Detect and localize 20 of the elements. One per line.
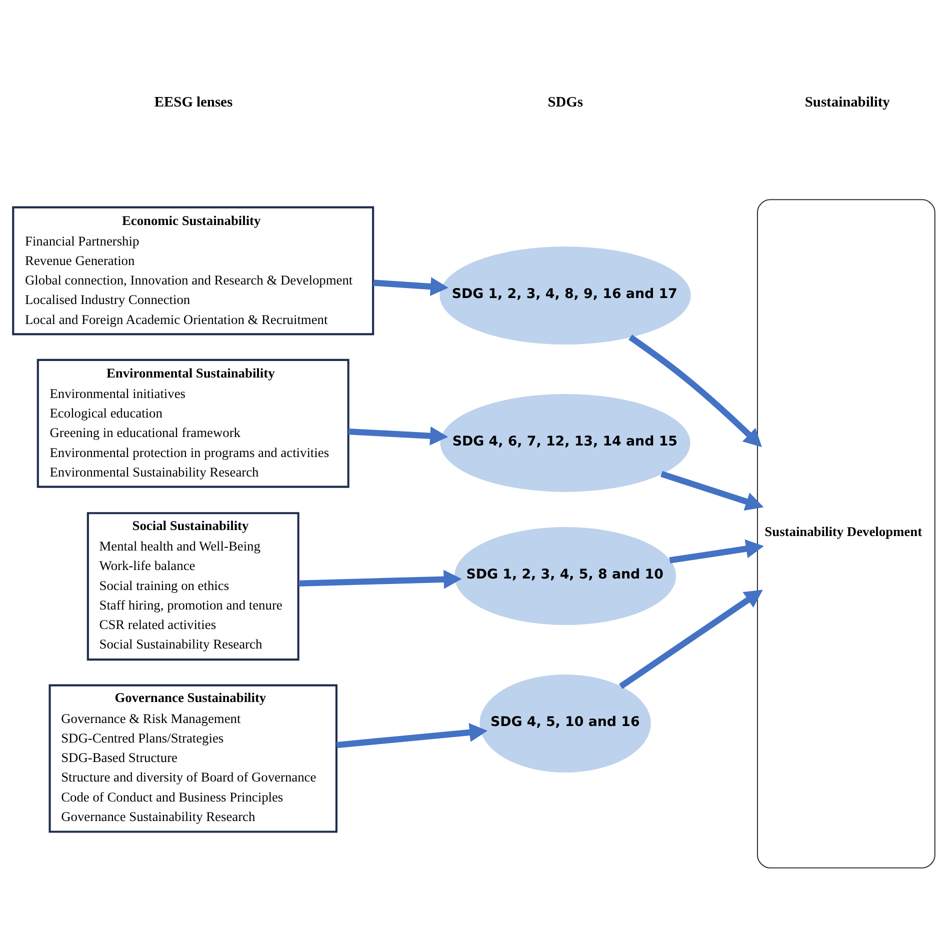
node-ellipse: SDG 1, 2, 3, 4, 8, 9, 16 and 17 [439,246,690,344]
node-ellipse: SDG 1, 2, 3, 4, 5, 8 and 10 [454,526,676,624]
node-box: Sustainability Development [756,198,935,868]
arrow [660,470,764,510]
node-box: Environmental Sustainability Environmental initiatives Ecological education Greening in educational framework Environmental protection in programs and activities Environmental Sustainability Research [36,358,349,488]
label: Sustainability [804,94,890,110]
node-ellipse: SDG 4, 5, 10 and 16 [479,674,650,772]
node-box: Governance Sustainability Governance & Risk Management SDG-Centred Plans/Strategies SDG-Based Structure Structure and diversity of Board of Governance Code of Conduct and Business Principles Governance Sustainability Research [48,684,337,832]
arrow [336,722,488,748]
node-box: Social Sustainability Mental health and Well-Being Work-life balance Social training on ethics Staff hiring, promotion and tenure CSR related activities Social Sustainability Research [86,512,299,660]
node-box: Economic Sustainability Financial Partnership Revenue Generation Global connection, Innovation and Research & Development Localised Industry Connection Local and Foreign Academic Orientation & Recruitment [12,206,374,335]
arrow [628,334,762,447]
node-ellipse: SDG 4, 6, 7, 12, 13, 14 and 15 [440,394,690,492]
arrow [348,426,448,445]
arrow [372,276,448,296]
arrow [668,538,764,563]
arrow [618,589,762,689]
label: EESG lenses [154,94,232,110]
label: SDGs [547,94,583,110]
arrow [298,569,462,588]
